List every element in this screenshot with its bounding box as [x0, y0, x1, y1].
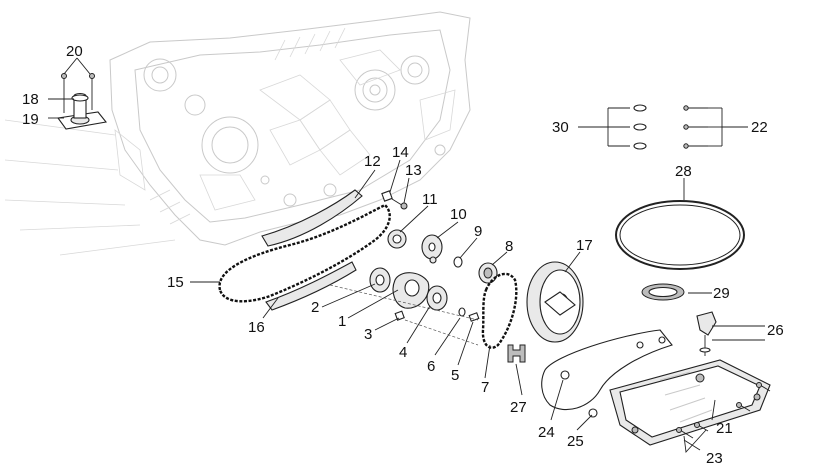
cover-plate-24 [541, 329, 673, 418]
callout-27: 27 [510, 399, 527, 416]
callout-11: 11 [422, 191, 438, 208]
dipstick-26 [696, 311, 717, 356]
callout-28: 28 [675, 163, 692, 180]
callout-labels: 20 18 19 30 22 12 14 13 28 11 10 9 8 17 … [22, 43, 784, 467]
callout-12: 12 [364, 153, 381, 170]
washer-10 [421, 234, 443, 260]
clip-27 [507, 344, 526, 363]
callout-20: 20 [66, 43, 83, 60]
oil-pump-parts [329, 256, 480, 346]
callout-14: 14 [392, 144, 409, 161]
callout-21: 21 [716, 420, 733, 437]
leader-lines [48, 57, 765, 451]
callout-24: 24 [538, 424, 555, 441]
callout-3: 3 [364, 326, 372, 343]
callout-10: 10 [450, 206, 467, 223]
seal-29 [641, 283, 685, 301]
callout-18: 18 [22, 91, 39, 108]
callout-22: 22 [751, 119, 768, 136]
callout-13: 13 [405, 162, 422, 179]
callout-23: 23 [706, 450, 723, 467]
callout-1: 1 [338, 313, 346, 330]
ring-9 [453, 256, 463, 268]
drive-chain-7 [481, 272, 518, 349]
o-ring-28-inner [619, 204, 741, 266]
callout-17: 17 [576, 237, 593, 254]
screws-23 [676, 382, 771, 454]
callout-2: 2 [311, 299, 319, 316]
cap-assembly [57, 73, 108, 130]
sprocket-8 [478, 262, 498, 284]
callout-8: 8 [505, 238, 513, 255]
callout-16: 16 [248, 319, 265, 336]
chain-guides [261, 189, 363, 311]
callout-19: 19 [22, 111, 39, 128]
callout-26: 26 [767, 322, 784, 339]
crankcase-background [4, 11, 471, 256]
callout-9: 9 [474, 223, 482, 240]
hardware-groups [578, 104, 748, 150]
sprocket-11 [387, 229, 407, 249]
callout-15: 15 [167, 274, 184, 291]
oil-pan-21 [609, 359, 771, 446]
callout-30: 30 [552, 119, 569, 136]
callout-29: 29 [713, 285, 730, 302]
callout-7: 7 [481, 379, 489, 396]
callout-6: 6 [427, 358, 435, 375]
callout-25: 25 [567, 433, 584, 450]
bolt-13-14 [381, 190, 408, 210]
callout-5: 5 [451, 367, 459, 384]
pulley-17 [526, 261, 584, 343]
callout-4: 4 [399, 344, 407, 361]
